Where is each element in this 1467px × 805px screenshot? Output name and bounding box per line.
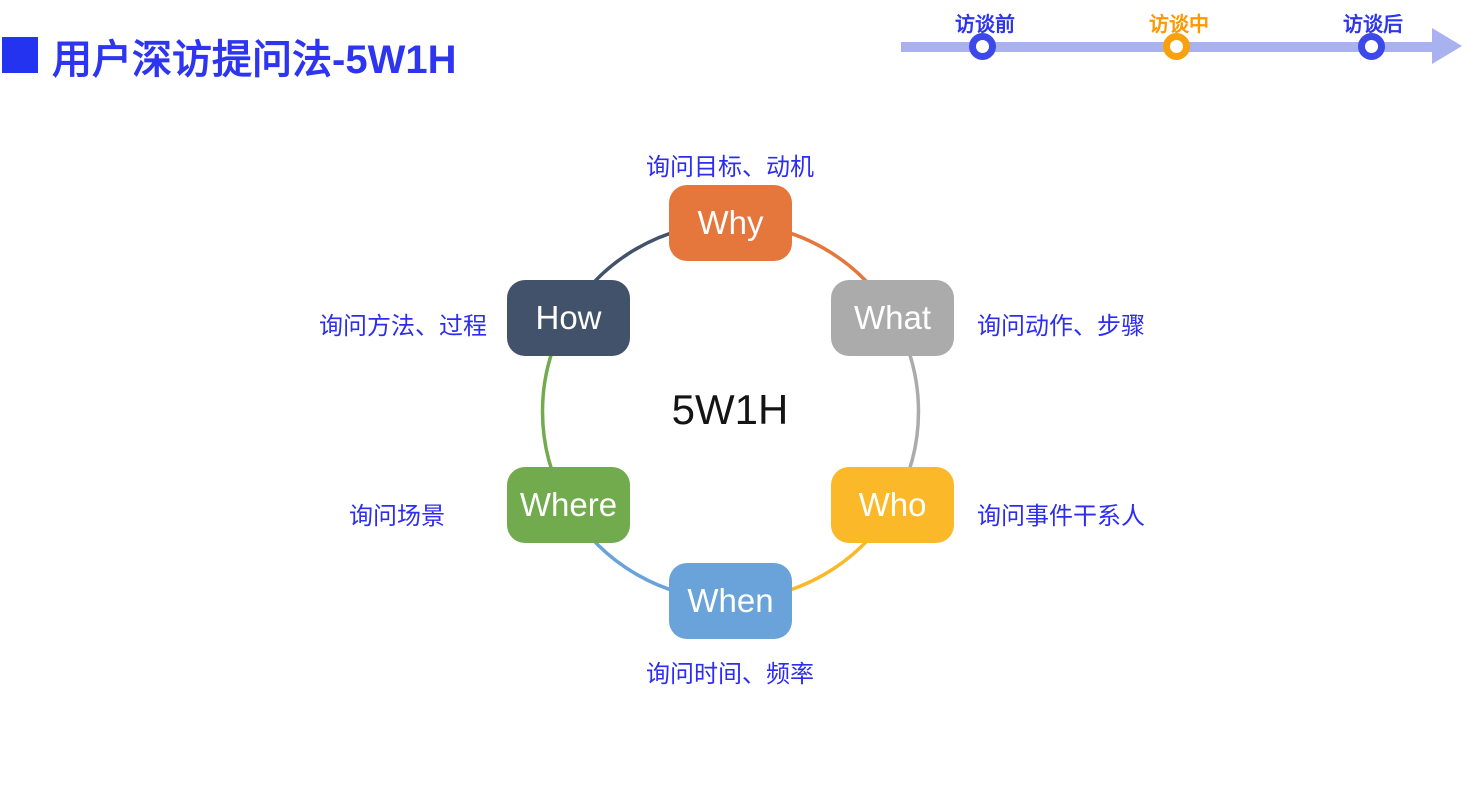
node-how: How: [507, 280, 630, 356]
node-when-label: When: [687, 582, 774, 619]
node-why-label: Why: [697, 204, 764, 241]
node-what-label: What: [853, 299, 932, 336]
node-who: Who: [831, 467, 954, 543]
timeline-stage-label-after: 访谈后: [1343, 14, 1403, 36]
timeline-stage-marker-after: [1358, 33, 1385, 60]
node-where: Where: [507, 467, 630, 543]
node-who-label: Who: [858, 486, 927, 523]
diagram-center-label: 5W1H: [671, 386, 789, 433]
node-where-label: Where: [519, 486, 618, 523]
node-when: When: [669, 563, 792, 639]
node-how-label: How: [535, 299, 602, 336]
annotation-why: 询问目标、动机: [646, 154, 814, 181]
timeline-stage-label-before: 访谈前: [955, 14, 1015, 36]
annotation-how: 询问方法、过程: [319, 313, 487, 340]
node-why: Why: [669, 185, 792, 261]
annotation-where: 询问场景: [349, 503, 445, 530]
timeline-stage-marker-before: [969, 33, 996, 60]
title-accent-square: [2, 37, 38, 73]
timeline-stage-marker-during: [1163, 33, 1190, 60]
annotation-what: 询问动作、步骤: [977, 313, 1145, 340]
annotation-when: 询问时间、频率: [646, 661, 814, 688]
timeline-stage-label-during: 访谈中: [1149, 14, 1209, 36]
annotation-who: 询问事件干系人: [977, 503, 1145, 530]
timeline-arrowhead-icon: [1432, 28, 1462, 64]
node-what: What: [831, 280, 954, 356]
page-title: 用户深访提问法-5W1H: [52, 38, 457, 82]
